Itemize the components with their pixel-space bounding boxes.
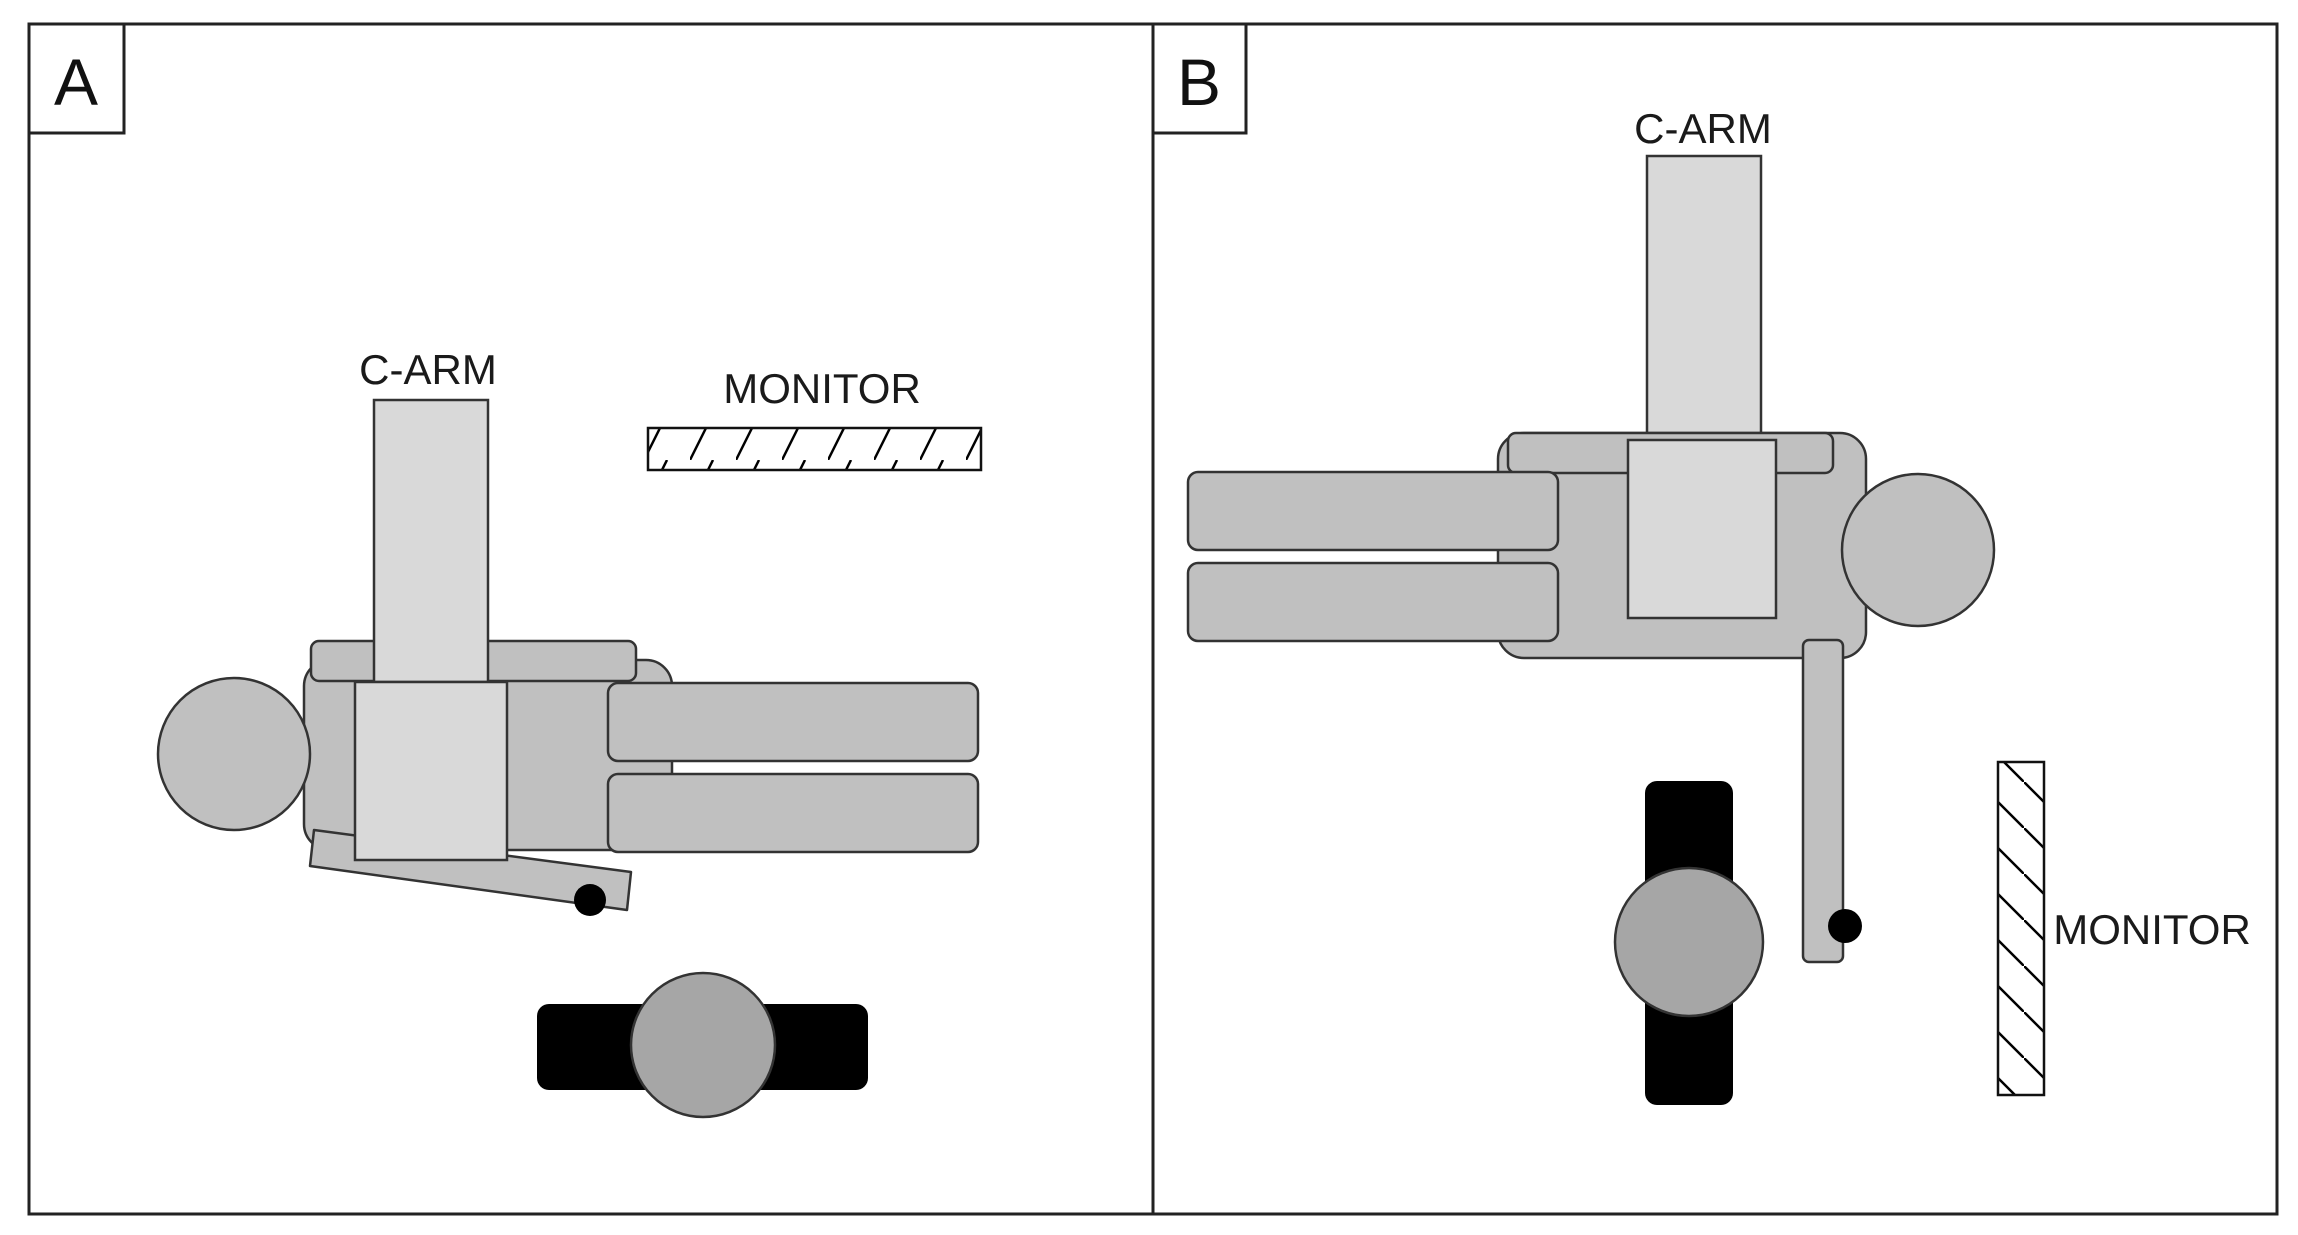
panel-b-c-arm-detector xyxy=(1626,438,1778,620)
panel-a-letter-box xyxy=(27,22,126,135)
panel-a-patient-leg-upper xyxy=(606,681,980,763)
panel-a-monitor xyxy=(646,426,983,472)
panel-b-operator xyxy=(1613,781,1765,1105)
panel-a-operator-head xyxy=(629,971,777,1119)
panel-b-patient-leg-upper xyxy=(1186,470,1560,552)
panel-b-patient-head xyxy=(1840,472,1996,628)
panel-b-patient-arm-lower xyxy=(1801,638,1845,964)
panel-a-patient-leg-lower xyxy=(606,772,980,854)
panel-a: A MONITOR C-ARM xyxy=(27,22,1155,1216)
panel-a-c-arm-label: C-ARM xyxy=(359,346,497,393)
panel-b-c-arm-label: C-ARM xyxy=(1634,105,1772,152)
panel-a-access-point xyxy=(574,884,606,916)
panel-a-c-arm-detector xyxy=(353,680,509,862)
panel-b: B C-ARM MONITOR xyxy=(1151,22,2279,1216)
panel-a-c-arm-column xyxy=(372,398,490,684)
panel-b-c-arm-column xyxy=(1645,154,1763,442)
panel-b-operator-head xyxy=(1613,866,1765,1018)
panel-b-patient-leg-lower xyxy=(1186,561,1560,643)
panel-b-letter-box xyxy=(1151,22,1248,135)
panel-b-monitor xyxy=(1996,760,2046,1097)
panel-a-letter: A xyxy=(54,45,98,119)
panel-b-access-point xyxy=(1828,909,1862,943)
panel-a-patient-head xyxy=(156,676,312,832)
panel-b-monitor-label: MONITOR xyxy=(2053,906,2251,953)
panel-a-monitor-label: MONITOR xyxy=(723,365,921,412)
panel-a-operator xyxy=(537,971,868,1119)
panel-b-letter: B xyxy=(1177,45,1221,119)
